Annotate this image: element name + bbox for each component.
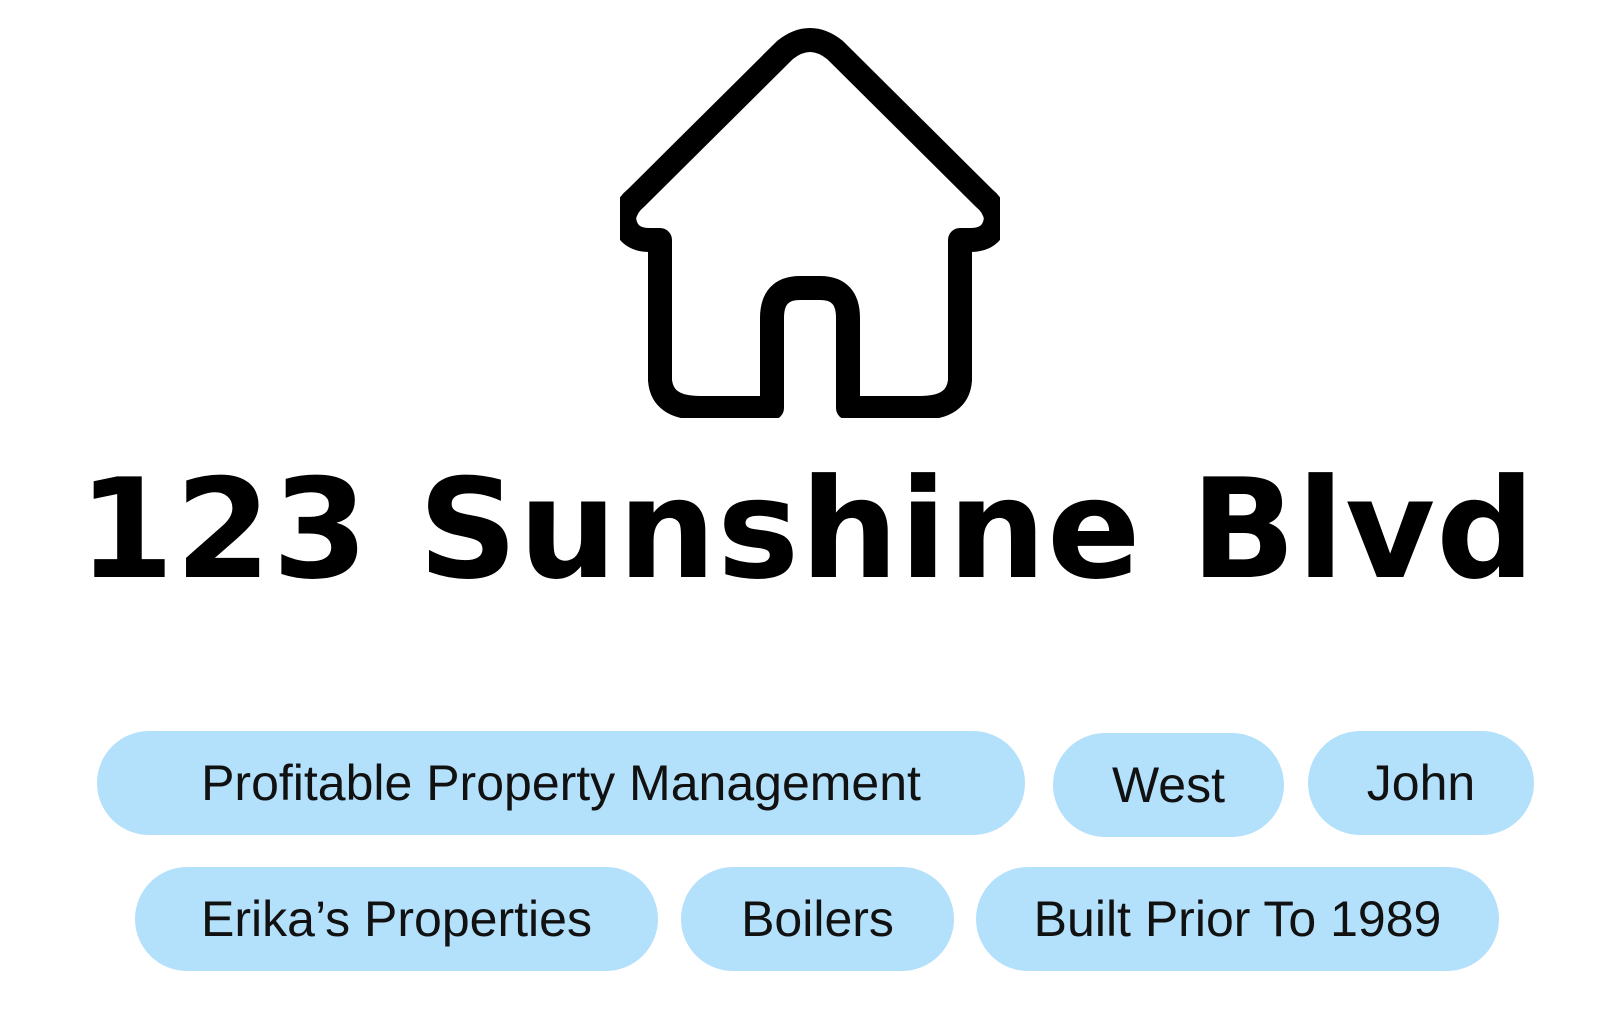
tag-west[interactable]: West xyxy=(1053,733,1284,837)
tag-profitable-property-management[interactable]: Profitable Property Management xyxy=(97,731,1025,835)
tag-label: Erika’s Properties xyxy=(201,891,592,947)
tag-label: Profitable Property Management xyxy=(201,755,921,811)
tag-boilers[interactable]: Boilers xyxy=(681,867,954,971)
tag-label: Boilers xyxy=(741,891,894,947)
property-address-title: 123 Sunshine Blvd xyxy=(78,449,1536,610)
tag-label: John xyxy=(1366,755,1476,811)
tag-built-prior-to-1989[interactable]: Built Prior To 1989 xyxy=(976,867,1499,971)
tag-label: West xyxy=(1112,757,1225,813)
tag-label: Built Prior To 1989 xyxy=(1033,891,1442,947)
tag-erikas-properties[interactable]: Erika’s Properties xyxy=(135,867,658,971)
house-icon xyxy=(620,28,1000,418)
tag-john[interactable]: John xyxy=(1308,731,1534,835)
